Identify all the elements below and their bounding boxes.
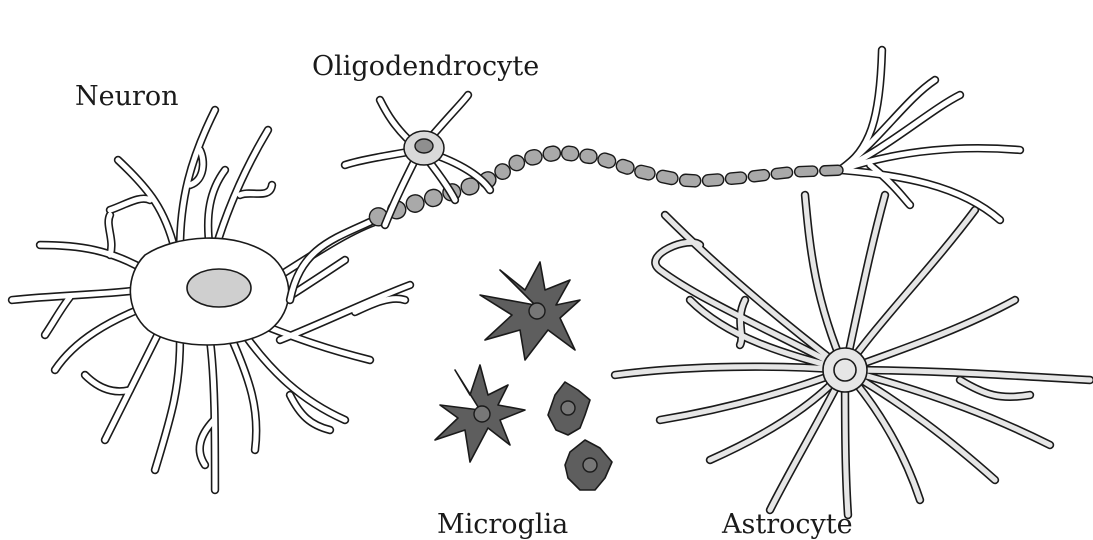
myelin-segment [771,167,793,180]
myelin-segment [748,169,770,182]
myelin-segment [561,145,580,162]
myelin-segment [702,173,724,186]
myelin-segment [542,145,562,163]
myelin-segment [725,172,747,185]
myelin-segment [579,148,598,164]
myelin-segment [404,193,426,215]
myelin-segment [596,151,617,169]
myelin-segment [524,148,544,166]
myelin-segment [820,165,844,176]
label-astrocyte: Astrocyte [721,509,853,540]
label-microglia: Microglia [437,509,568,540]
myelin-segment [615,158,636,176]
myelin-segment [794,166,818,177]
myelin-segment [679,174,701,187]
oligodendrocyte-nucleus [415,139,433,153]
myelin-segment [633,164,656,181]
neuron-nucleus [187,269,251,307]
astrocyte [615,195,1090,515]
microglia [435,262,612,490]
label-oligodendrocyte: Oligodendrocyte [312,51,539,82]
label-neuron: Neuron [75,81,179,112]
myelin-segment [655,169,679,185]
astrocyte-nucleus [834,359,856,381]
myelin-segment [423,187,445,208]
axon-terminal [840,50,1020,220]
axon [290,145,843,300]
